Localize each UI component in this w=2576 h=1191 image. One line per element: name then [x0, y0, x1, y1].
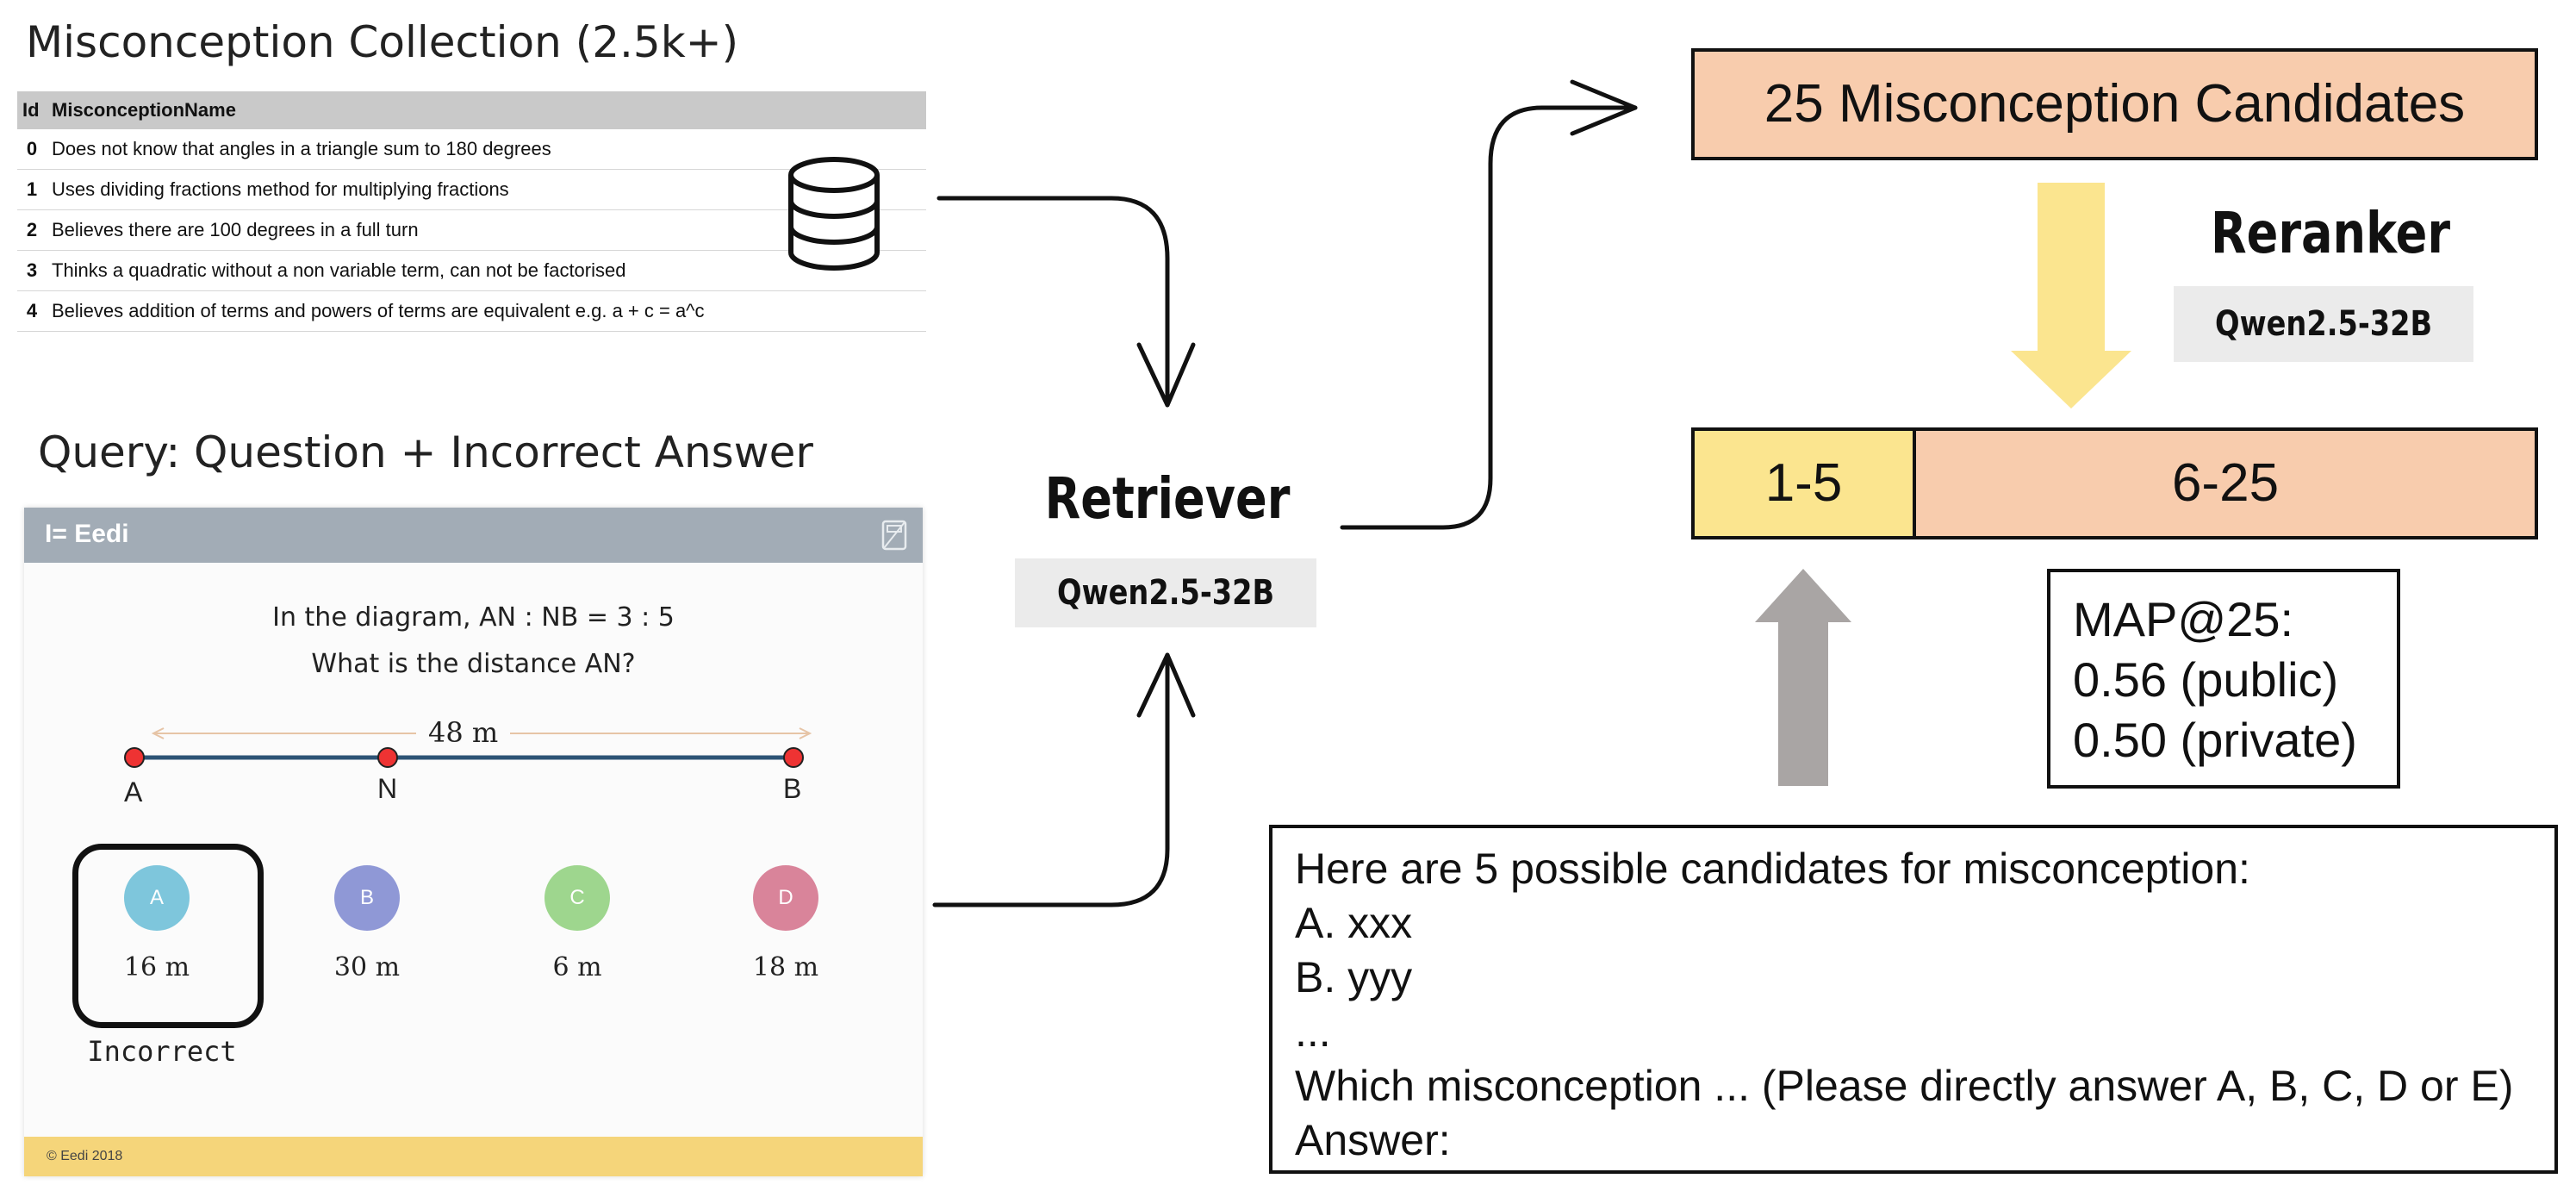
row-name: Thinks a quadratic without a non variabl…: [47, 250, 926, 291]
option-a-button[interactable]: A: [124, 865, 190, 931]
reranker-model-label: Qwen2.5-32B: [2214, 304, 2433, 344]
arrow-retriever-to-candidates: [1340, 105, 1638, 530]
arrow-query-to-retriever-head: [1136, 652, 1196, 718]
table-row: 1 Uses dividing fractions method for mul…: [17, 169, 926, 210]
question-line-2: What is the distance AN?: [311, 649, 636, 679]
column-header-name: MisconceptionName: [47, 91, 926, 129]
table-row: 0 Does not know that angles in a triangl…: [17, 129, 926, 170]
line-segment-diagram: [124, 727, 812, 768]
row-name: Does not know that angles in a triangle …: [47, 129, 926, 170]
table-row: 2 Believes there are 100 degrees in a fu…: [17, 209, 926, 251]
metric-box: MAP@25: 0.56 (public) 0.50 (private): [2047, 569, 2400, 789]
row-id: 4: [17, 290, 47, 332]
database-icon: [788, 157, 880, 271]
incorrect-answer-highlight: [72, 844, 264, 1028]
option-b-button[interactable]: B: [334, 865, 400, 931]
ranking-bar: 1-5 6-25: [1691, 427, 2538, 539]
query-title: Query: Question + Incorrect Answer: [38, 427, 813, 477]
option-c-button[interactable]: C: [544, 865, 610, 931]
question-line-1: In the diagram, AN : NB = 3 : 5: [272, 602, 675, 633]
point-a-label: A: [124, 776, 143, 808]
point-n-label: N: [377, 773, 398, 804]
option-d-button[interactable]: D: [753, 865, 818, 931]
option-a-value: 16 m: [123, 952, 190, 982]
reranker-down-arrow: [2011, 183, 2131, 408]
collection-title: Misconception Collection (2.5k+): [26, 17, 739, 67]
metric-private: 0.50 (private): [2073, 713, 2357, 767]
misconception-table: Id MisconceptionName 0 Does not know tha…: [17, 91, 926, 344]
row-name: Uses dividing fractions method for multi…: [47, 169, 926, 210]
question-panel: I= Eedi In the diagram, AN : NB = 3 : 5 …: [24, 508, 923, 1176]
ranking-top-segment: 1-5: [1695, 431, 1916, 536]
incorrect-label: Incorrect: [87, 1035, 237, 1068]
reranker-title: Reranker: [2210, 200, 2451, 266]
point-b-label: B: [783, 773, 802, 804]
row-id: 3: [17, 250, 47, 291]
option-b-value: 30 m: [333, 952, 401, 982]
point-a-marker: [124, 747, 145, 768]
retriever-model-tag: Qwen2.5-32B: [1015, 558, 1316, 627]
point-b-marker: [783, 747, 804, 768]
prompt-line-option-a: A. xxx: [1295, 899, 1413, 947]
retriever-model-label: Qwen2.5-32B: [1056, 573, 1275, 613]
panel-footer: © Eedi 2018: [24, 1137, 923, 1176]
retriever-title: Retriever: [1044, 465, 1291, 532]
arrow-collection-to-retriever-head: [1136, 342, 1196, 408]
copyright-text: © Eedi 2018: [47, 1149, 123, 1163]
reranker-model-tag: Qwen2.5-32B: [2174, 286, 2473, 362]
table-header-row: Id MisconceptionName: [17, 91, 926, 129]
metric-public: 0.56 (public): [2073, 652, 2339, 707]
prompt-line-answer: Answer:: [1295, 1116, 1451, 1164]
point-n-marker: [377, 747, 398, 768]
candidates-box: 25 Misconception Candidates: [1691, 48, 2538, 160]
prompt-up-arrow: [1755, 569, 1851, 786]
panel-header: I= Eedi: [24, 508, 923, 563]
row-name: Believes there are 100 degrees in a full…: [47, 209, 926, 251]
row-id: 1: [17, 169, 47, 210]
prompt-line-ellipsis: ...: [1295, 1007, 1331, 1056]
option-c-value: 6 m: [552, 952, 602, 982]
table-row: 3 Thinks a quadratic without a non varia…: [17, 250, 926, 291]
prompt-line-instruction: Which misconception ... (Please directly…: [1295, 1062, 2514, 1110]
length-label: 48 m: [416, 716, 511, 749]
row-id: 0: [17, 129, 47, 170]
table-row-partial: [17, 332, 926, 345]
row-id: 2: [17, 209, 47, 251]
table-row: 4 Believes addition of terms and powers …: [17, 290, 926, 332]
column-header-id: Id: [17, 91, 47, 129]
arrow-query-to-retriever: [932, 652, 1170, 907]
prompt-line-intro: Here are 5 possible candidates for misco…: [1295, 845, 2250, 893]
prompt-box: Here are 5 possible candidates for misco…: [1269, 825, 2558, 1174]
calculator-icon[interactable]: [881, 520, 907, 551]
arrow-retriever-to-candidates-head: [1570, 79, 1638, 136]
eedi-logo: I= Eedi: [45, 520, 129, 548]
ranking-rest-segment: 6-25: [1916, 431, 2535, 536]
row-name: Believes addition of terms and powers of…: [47, 290, 926, 332]
metric-title: MAP@25:: [2073, 592, 2294, 646]
option-d-value: 18 m: [752, 952, 819, 982]
arrow-collection-to-retriever: [936, 196, 1170, 408]
prompt-line-option-b: B. yyy: [1295, 953, 1413, 1001]
